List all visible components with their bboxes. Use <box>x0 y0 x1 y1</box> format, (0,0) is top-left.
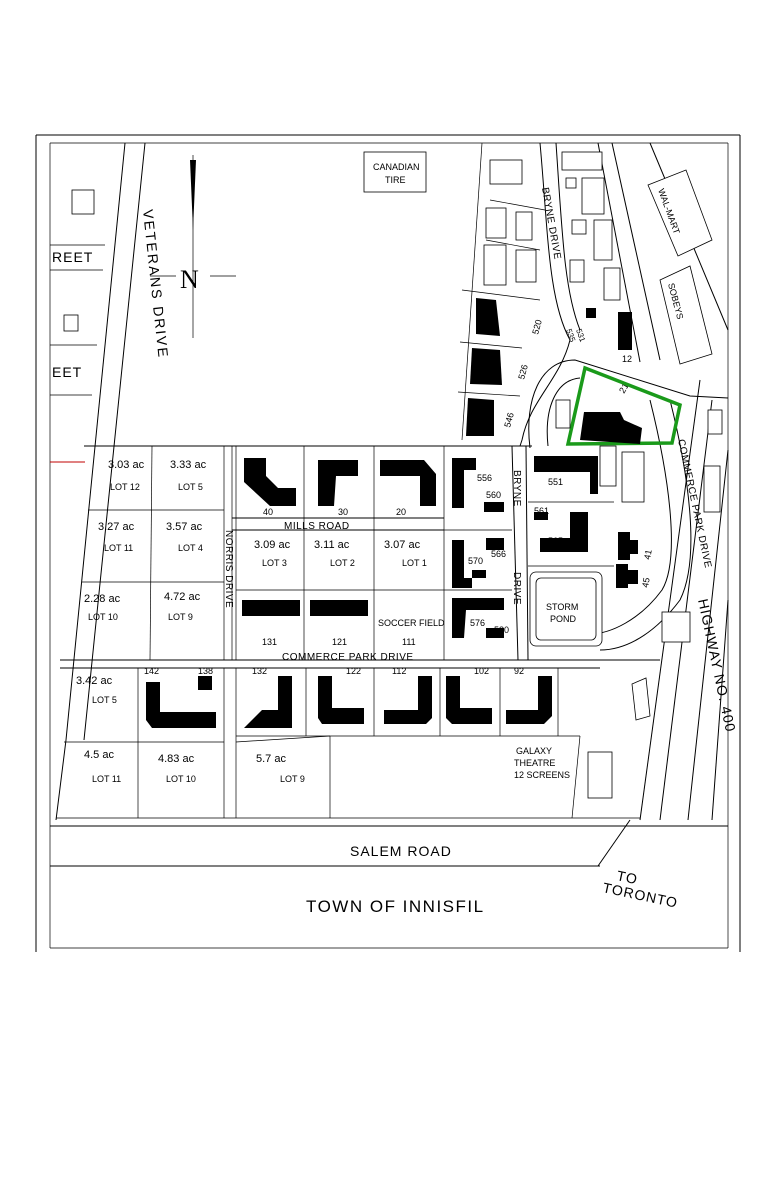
address-102: 102 <box>474 666 489 676</box>
lot-number: LOT 9 <box>168 612 193 622</box>
bryne-drive-label: BRYNE DRIVE <box>539 187 563 261</box>
lot-acreage: 5.7 ac <box>256 753 286 765</box>
address-12: 12 <box>622 354 632 364</box>
lot-acreage: 3.07 ac <box>384 539 421 551</box>
storm-pond-label: POND <box>550 614 577 624</box>
lot-number: LOT 1 <box>402 558 427 568</box>
town-of-innisfil-label: TOWN OF INNISFIL <box>306 897 485 916</box>
upper-row-buildings: 40 30 20 <box>244 458 436 517</box>
lot-number: LOT 11 <box>104 543 133 553</box>
commercial-strip: 531 535 12 WAL-MART SOBEYS <box>561 142 729 365</box>
building-outline <box>71 189 95 215</box>
address-520: 520 <box>530 318 544 335</box>
lot-number: LOT 11 <box>92 774 121 784</box>
address-20: 20 <box>396 507 406 517</box>
lot-acreage: 2.28 ac <box>84 593 121 605</box>
galaxy-theatre-label: 12 SCREENS <box>514 770 570 780</box>
lot-number: LOT 12 <box>110 482 140 492</box>
canadian-tire-label: CANADIAN <box>373 162 420 172</box>
bryne-drive-lower-label: BRYNE <box>511 470 522 507</box>
address-531: 531 <box>574 328 587 344</box>
lower-middle-buildings: SOCCER FIELD 131 121 111 <box>242 600 445 647</box>
upper-parcels: 520 526 546 <box>457 142 546 441</box>
lot-acreage: 4.5 ac <box>84 749 114 761</box>
bryne-lower-buildings: 556 560 570 566 576 580 551 561 565 <box>452 456 614 638</box>
address-566: 566 <box>491 549 506 559</box>
norris-drive-label: NORRIS DRIVE <box>223 530 234 608</box>
lot-number: LOT 10 <box>88 612 118 622</box>
highway-400: HIGHWAY NO. 400 <box>639 379 739 821</box>
storm-pond-label: STORM <box>546 602 578 612</box>
salem-road-label: SALEM ROAD <box>350 843 452 859</box>
mills-road-label: MILLS ROAD <box>284 521 350 532</box>
lot-acreage: 3.09 ac <box>254 539 291 551</box>
address-556: 556 <box>477 473 492 483</box>
canadian-tire-label: TIRE <box>385 175 406 185</box>
galaxy-theatre-label: THEATRE <box>514 758 555 768</box>
lot-acreage: 4.83 ac <box>158 753 195 765</box>
lot-acreage: 3.42 ac <box>76 675 113 687</box>
address-122: 122 <box>346 666 361 676</box>
middle-block: MILLS ROAD NORRIS DRIVE <box>60 445 660 669</box>
lot-number: LOT 5 <box>92 695 117 705</box>
lot-acreage: 4.72 ac <box>164 591 201 603</box>
salem-road: SALEM ROAD TO TORONTO TOWN OF INNISFIL <box>50 819 728 916</box>
to-toronto-label: TORONTO <box>601 879 679 911</box>
address-551: 551 <box>548 477 563 487</box>
address-560: 560 <box>486 490 501 500</box>
address-565: 565 <box>548 536 563 546</box>
address-570: 570 <box>468 556 483 566</box>
highlighted-parcel <box>565 365 683 446</box>
north-label: N <box>180 265 199 294</box>
street-label-bottom: EET <box>52 364 82 380</box>
lot-number: LOT 10 <box>166 774 196 784</box>
address-40: 40 <box>263 507 273 517</box>
lot-acreage: 3.03 ac <box>108 459 145 471</box>
commerce-park-drive-label: COMMERCE PARK DRIVE <box>282 652 414 663</box>
veterans-drive-label: VETERANS DRIVE <box>140 209 172 360</box>
street-label-top: REET <box>52 249 93 265</box>
lot-acreage: 3.33 ac <box>170 459 207 471</box>
galaxy-theatre-label: GALAXY <box>516 746 552 756</box>
address-546: 546 <box>502 411 516 428</box>
lot-acreage: 3.11 ac <box>314 539 350 551</box>
address-526: 526 <box>516 363 530 380</box>
bryne-drive-lower-label: DRIVE <box>511 572 522 605</box>
address-576: 576 <box>470 618 485 628</box>
address-111: 111 <box>402 637 416 647</box>
lot-number: LOT 5 <box>178 482 203 492</box>
soccer-field-label: SOCCER FIELD <box>378 618 445 628</box>
address-142: 142 <box>144 666 159 676</box>
storm-pond: STORM POND <box>529 571 603 647</box>
address-121: 121 <box>332 637 347 647</box>
address-45: 45 <box>640 577 652 589</box>
address-92: 92 <box>514 666 524 676</box>
north-arrow: N <box>150 155 236 338</box>
map-frame <box>35 134 741 952</box>
lot-labels: 3.03 ac LOT 12 3.33 ac LOT 5 3.27 ac LOT… <box>76 459 427 784</box>
building-outline <box>63 314 79 332</box>
canadian-tire: CANADIAN TIRE <box>363 151 427 193</box>
address-138: 138 <box>198 666 213 676</box>
address-535: 535 <box>564 328 577 344</box>
address-112: 112 <box>392 666 406 676</box>
address-580: 580 <box>494 625 509 635</box>
lot-acreage: 3.57 ac <box>166 521 203 533</box>
address-131: 131 <box>262 637 277 647</box>
address-30: 30 <box>338 507 348 517</box>
to-toronto-label: TO <box>615 867 639 887</box>
lot-number: LOT 3 <box>262 558 287 568</box>
lot-number: LOT 2 <box>330 558 355 568</box>
highway-label: HIGHWAY NO. 400 <box>695 597 739 733</box>
address-132: 132 <box>252 666 267 676</box>
lot-acreage: 3.27 ac <box>98 521 135 533</box>
address-561: 561 <box>534 506 549 516</box>
address-41: 41 <box>642 549 654 561</box>
lower-block: 142 138 132 122 112 102 92 GALAXY THEATR… <box>56 611 691 819</box>
lot-number: LOT 4 <box>178 543 203 553</box>
lot-number: LOT 9 <box>280 774 305 784</box>
